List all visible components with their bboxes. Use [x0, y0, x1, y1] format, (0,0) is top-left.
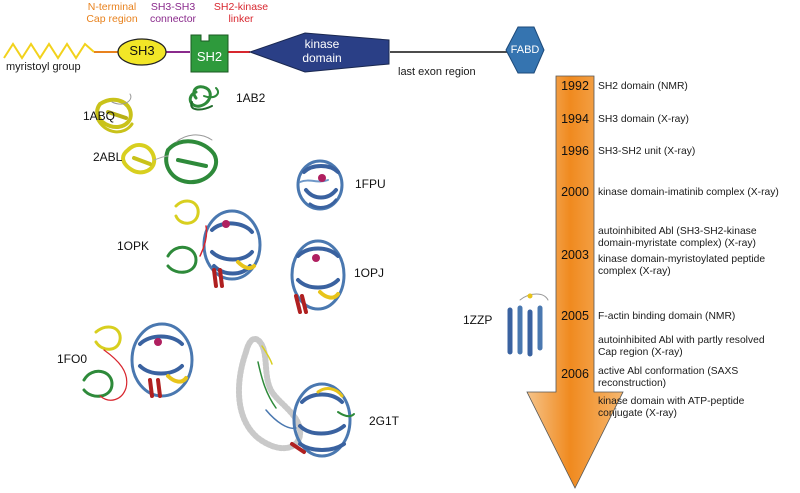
- myristoyl-label: myristoyl group: [6, 61, 81, 73]
- pdb-1fo0-label: 1FO0: [57, 352, 88, 366]
- fabd-label: FABD: [510, 44, 540, 56]
- timeline-year: 2003: [561, 248, 589, 262]
- myristoyl-zigzag: [3, 42, 95, 60]
- structure-2g1t: [290, 382, 355, 458]
- timeline-event: kinase domain-myristoylated peptide comp…: [598, 254, 766, 277]
- timeline-event: kinase domain-imatinib complex (X-ray): [598, 187, 779, 198]
- structure-1fpu: [296, 159, 344, 211]
- timeline-arrow: [526, 75, 624, 489]
- structure-1abq: [95, 93, 134, 134]
- header-n-terminal-cap: N-terminal Cap region: [86, 1, 138, 25]
- timeline-event: SH3-SH2 unit (X-ray): [598, 146, 696, 157]
- fabd-shape: [505, 26, 545, 74]
- sh3-domain-shape: [117, 38, 167, 66]
- pdb-1opk-label: 1OPK: [117, 239, 150, 253]
- timeline-year: 1996: [561, 144, 589, 158]
- structure-1zzp: [507, 293, 549, 357]
- header-sh3-sh3-connector: SH3-SH3 connector: [149, 1, 197, 25]
- pdb-1opj-label: 1OPJ: [354, 266, 385, 280]
- timeline-event: F-actin binding domain (NMR): [598, 311, 736, 322]
- timeline-year: 2000: [561, 185, 589, 199]
- last-exon-label: last exon region: [398, 66, 476, 78]
- pdb-2abl-label: 2ABL: [93, 150, 123, 164]
- kinase-label: kinase domain: [302, 37, 342, 65]
- sh3-label: SH3: [129, 43, 155, 58]
- sh2-domain-shape: [190, 34, 229, 73]
- timeline-event: SH3 domain (X-ray): [598, 114, 689, 125]
- saxs-envelope: [235, 336, 304, 451]
- timeline-year: 1992: [561, 79, 589, 93]
- timeline-event: active Abl conformation (SAXS reconstruc…: [598, 366, 739, 389]
- pdb-2g1t-label: 2G1T: [369, 414, 400, 428]
- structure-2abl: [121, 134, 218, 185]
- timeline-event: autoinhibited Abl with partly resolved C…: [598, 335, 765, 358]
- timeline-year: 1994: [561, 112, 589, 126]
- structure-1opj: [290, 239, 346, 314]
- pdb-1abq-label: 1ABQ: [83, 109, 116, 123]
- timeline-year: 2005: [561, 309, 589, 323]
- pdb-1fpu-label: 1FPU: [355, 177, 386, 191]
- structure-1ab2: [188, 85, 220, 111]
- sh2-label: SH2: [196, 49, 223, 64]
- structure-1opk: [166, 199, 262, 288]
- timeline-event: kinase domain with ATP-peptide conjugate…: [598, 396, 745, 419]
- timeline-event: autoinhibited Abl (SH3-SH2-kinase domain…: [598, 226, 757, 249]
- header-sh2-kinase-linker: SH2-kinase linker: [213, 1, 269, 25]
- structure-1fo0: [82, 322, 194, 401]
- pdb-1ab2-label: 1AB2: [236, 91, 266, 105]
- pdb-1zzp-label: 1ZZP: [463, 313, 493, 327]
- kinase-domain-shape: [248, 32, 390, 73]
- timeline-event: SH2 domain (NMR): [598, 81, 688, 92]
- timeline-year: 2006: [561, 367, 589, 381]
